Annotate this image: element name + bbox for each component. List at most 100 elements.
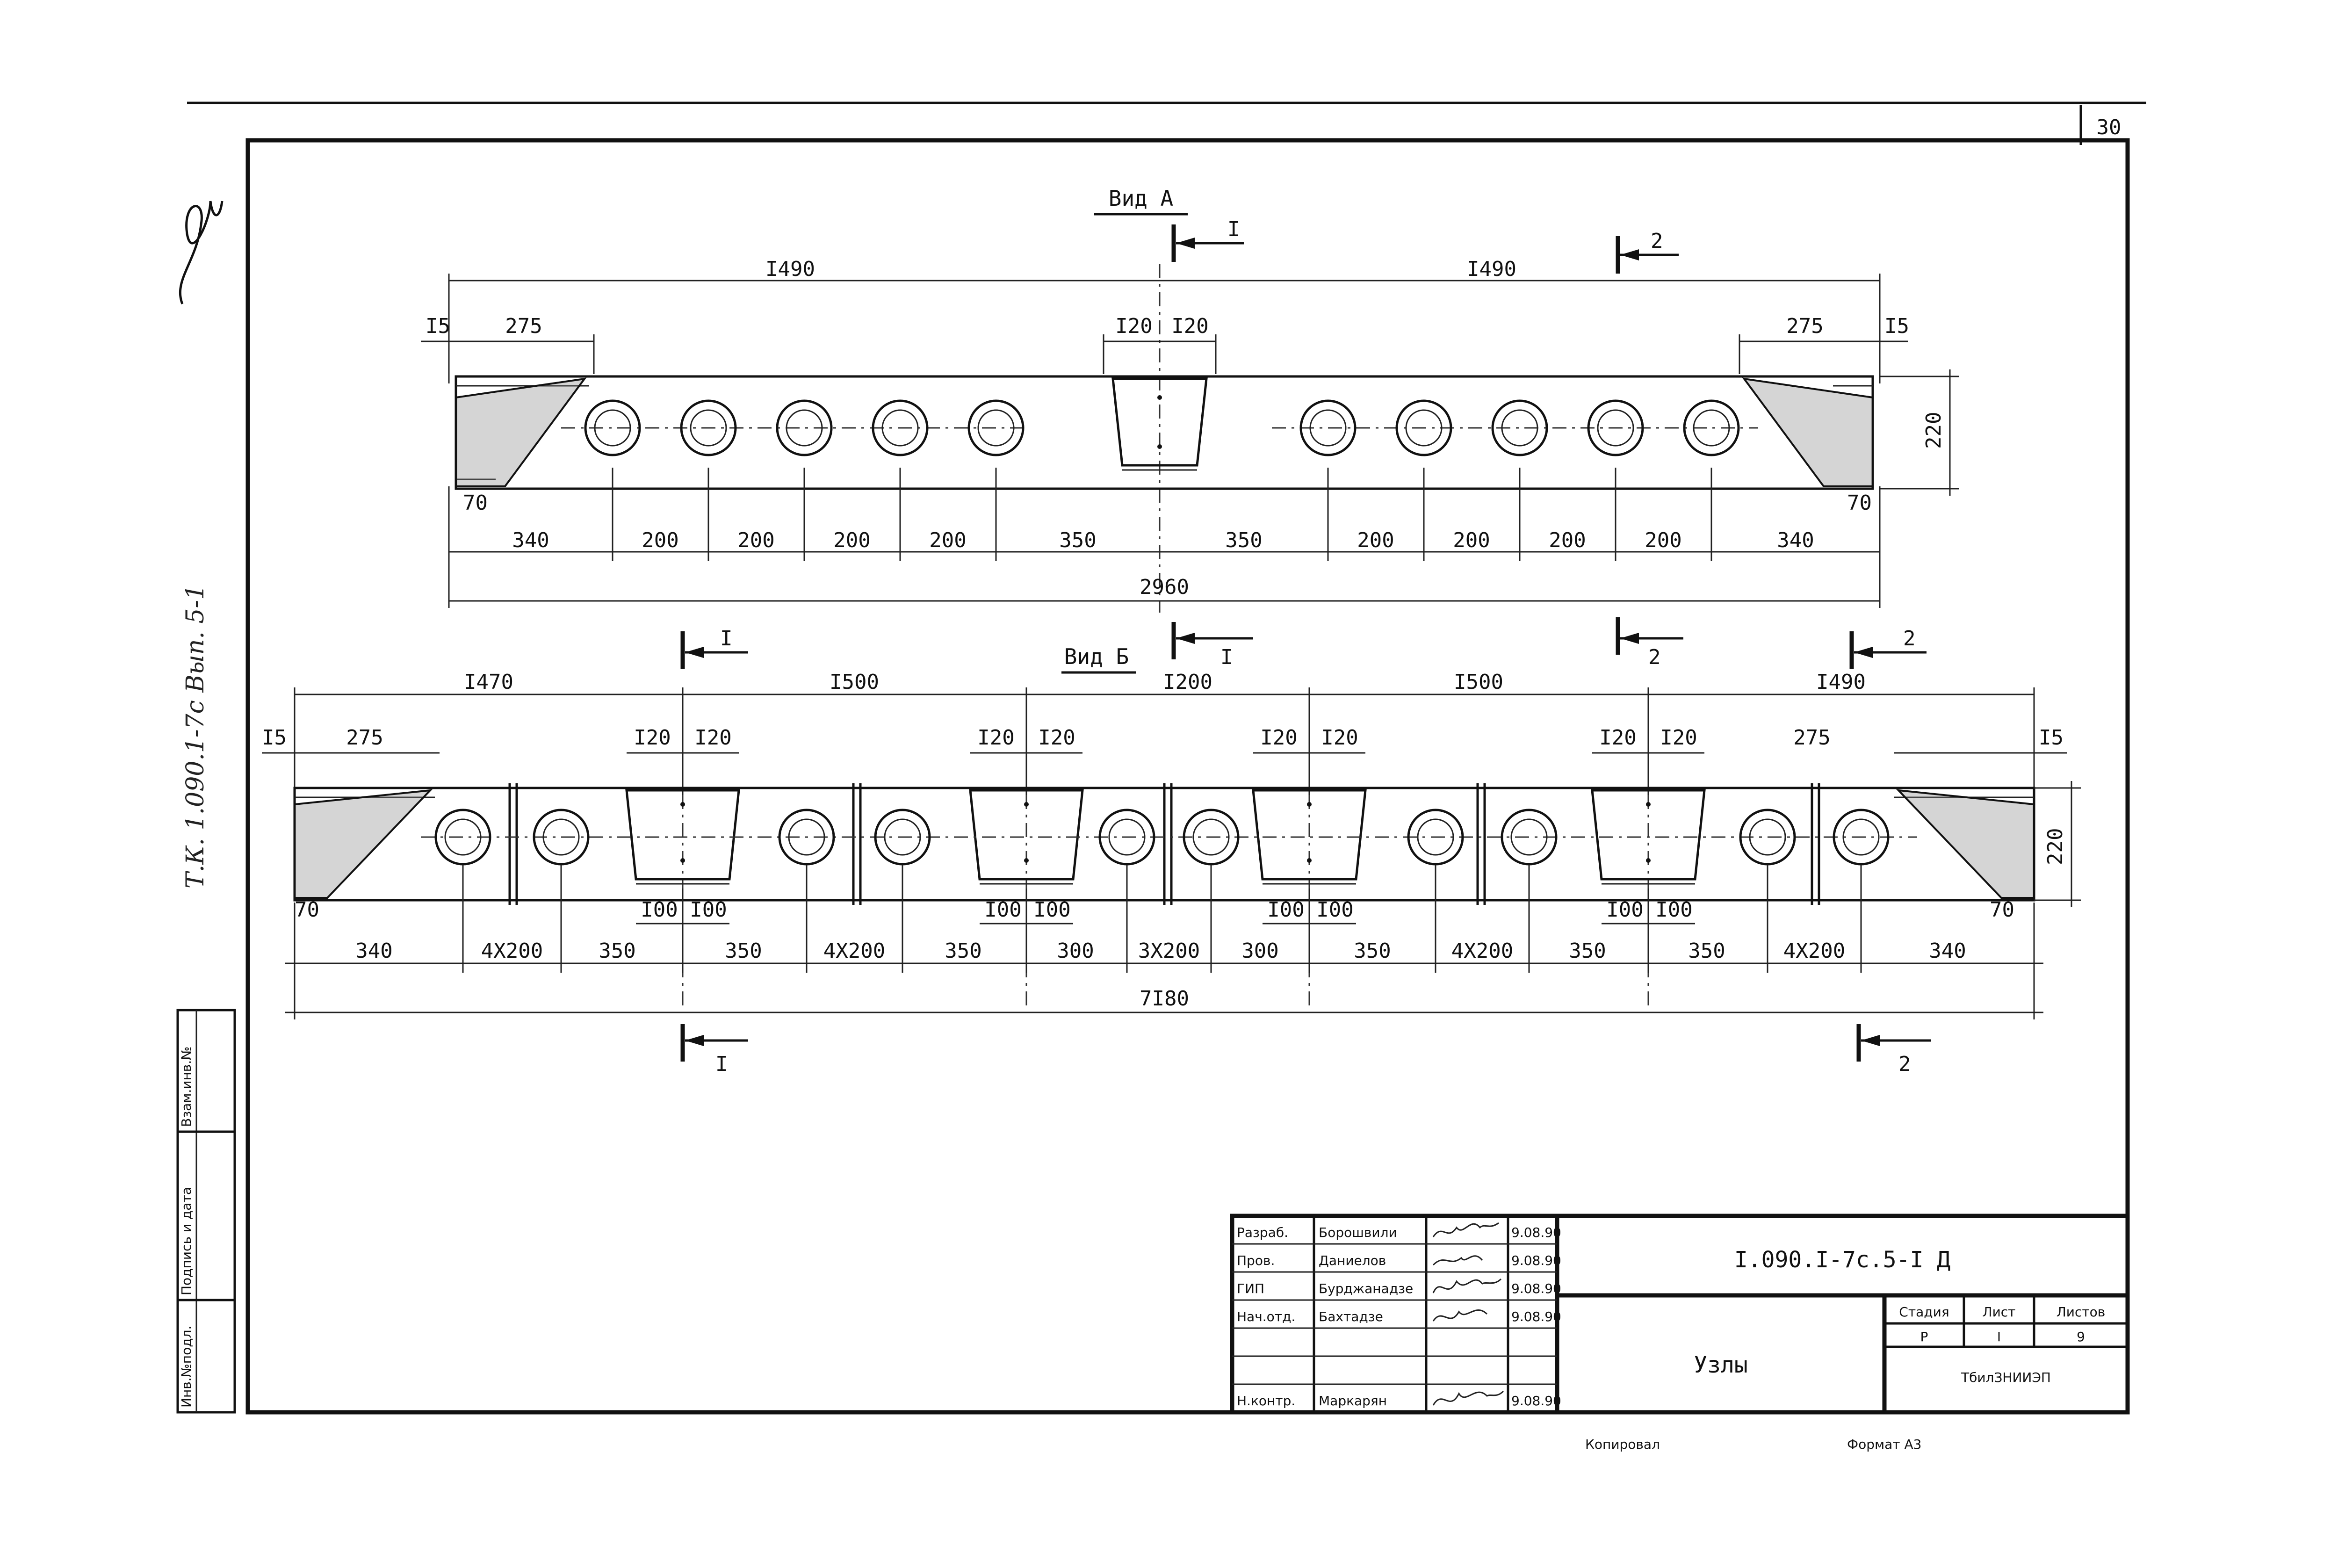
view-b-chain-dim: 350 [1569,939,1606,963]
view-b-top-dim: I470 [464,670,513,694]
view-b-top-dim: I500 [1454,670,1503,694]
view-a-chain-dim: 200 [833,528,870,552]
view-b-detail-dim: I20 [694,726,731,750]
view-b-chain-dim: 300 [1241,939,1278,963]
view-b-chain-dim: 4X200 [823,939,885,963]
view-a-chain-dim: 200 [1357,528,1394,552]
view-a-top-dim: I490 [1467,257,1516,281]
view-a-chain-dim: 200 [1549,528,1586,552]
hole [872,399,929,456]
view-b-chain-dim: 3X200 [1138,939,1200,963]
view-b-chain-dim: 350 [599,939,635,963]
hole [1407,809,1464,866]
side-signature [179,201,224,304]
view-a-height: 220 [1922,412,1946,449]
copied-label: Копировал [1585,1437,1660,1452]
view-b-chain-dim: 4X200 [1451,939,1513,963]
tb-role: Н.контр. [1237,1393,1295,1409]
view-b-pad-dim: I00 [1606,898,1643,922]
view-a-detail-dim: I5 [1884,314,1909,338]
view-a-chain-dim: 350 [1225,528,1262,552]
hole [533,809,590,866]
view-b-chain-dim: 350 [725,939,762,963]
support-pad [625,789,740,885]
view-b-detail-dim: I20 [1599,726,1636,750]
svg-text:2: 2 [1648,645,1661,669]
section-mark: I [1171,217,1244,262]
view-a-chain-dim: 200 [929,528,966,552]
hole [584,399,641,456]
section-mark: I [680,627,748,669]
hole [1395,399,1452,456]
hole [680,399,737,456]
view-a-title: Вид А [1109,186,1173,211]
support-pad [1252,789,1367,885]
svg-text:I: I [720,627,733,650]
svg-text:I: I [1227,217,1240,241]
view-b: Вид Б I 2 I 2 [262,627,2081,1076]
stage-value: Р [1920,1329,1928,1344]
view-b-detail-dim: I20 [634,726,671,750]
view-b-pad-dim: I00 [1267,898,1304,922]
view-a-chain-dim: 200 [1453,528,1490,552]
support-pad [969,789,1084,885]
sheet-header: Лист [1983,1304,2016,1320]
svg-text:I: I [715,1052,728,1076]
hole [434,809,491,866]
side-label: Т.К. 1.090.1-7с Вып. 5-1 [181,585,209,889]
hole [1501,809,1558,866]
view-a-total: 2960 [1140,575,1189,599]
view-a-detail-dim: 275 [1786,314,1823,338]
view-b-pad-dim: I00 [1033,898,1070,922]
view-b-chain-dim: 340 [1929,939,1966,963]
view-b-chain-dim: 350 [1688,939,1725,963]
hole [1739,809,1796,866]
handwritten-signature [1432,1222,1504,1406]
hole [1683,399,1740,456]
section-mark: 2 [1856,1024,1931,1076]
sheets-header: Листов [2057,1304,2106,1320]
hole [1833,809,1890,866]
hole [967,399,1025,456]
view-b-chain-dim: 4X200 [481,939,543,963]
sheet-name: Узлы [1694,1352,1748,1378]
tb-role: Нач.отд. [1237,1309,1295,1324]
tb-name: Борошвили [1319,1225,1397,1240]
view-b-offset: 70 [1990,898,2014,922]
view-b-chain-dim: 350 [945,939,981,963]
view-b-chain-dim: 340 [355,939,392,963]
view-a-detail-dim: I5 [426,314,450,338]
tb-name: Даниелов [1319,1253,1386,1268]
view-b-chain-dim: 300 [1057,939,1094,963]
sheet-value: I [1997,1329,2001,1344]
svg-text:I: I [1220,645,1233,669]
view-a-chain-dim: 340 [512,528,549,552]
view-b-top-dim: I500 [830,670,879,694]
format-label: Формат А3 [1847,1437,1921,1452]
view-b-detail-dim: I5 [2039,726,2064,750]
drawing-code: I.090.I-7с.5-I Д [1734,1247,1950,1273]
sheet-number: 30 [2097,116,2122,139]
stage-header: Стадия [1899,1304,1949,1320]
view-b-title: Вид Б [1064,644,1129,669]
view-a-chain-dim: 200 [1645,528,1681,552]
view-a: Вид А I 2 I 2 [421,186,1959,669]
view-a-top-dim: I490 [765,257,815,281]
view-b-chain-dim: 4X200 [1783,939,1845,963]
view-b-pad-dim: I00 [690,898,727,922]
view-a-detail-dim: 275 [505,314,542,338]
view-b-pad-dim: I00 [1316,898,1353,922]
hole [1183,809,1240,866]
view-b-detail-dim: I20 [1260,726,1297,750]
tb-date: 9.08.90 [1511,1253,1561,1268]
support-pad [1591,789,1706,885]
tb-date: 9.08.90 [1511,1225,1561,1240]
view-a-chain-dim: 200 [737,528,774,552]
section-mark: 2 [1616,229,1679,274]
section-mark: I [680,1024,748,1076]
beam-a-body [455,375,1874,490]
view-a-chain-dim: 350 [1059,528,1096,552]
sheet-frame [245,138,2130,1415]
view-b-offset: 70 [295,898,319,922]
